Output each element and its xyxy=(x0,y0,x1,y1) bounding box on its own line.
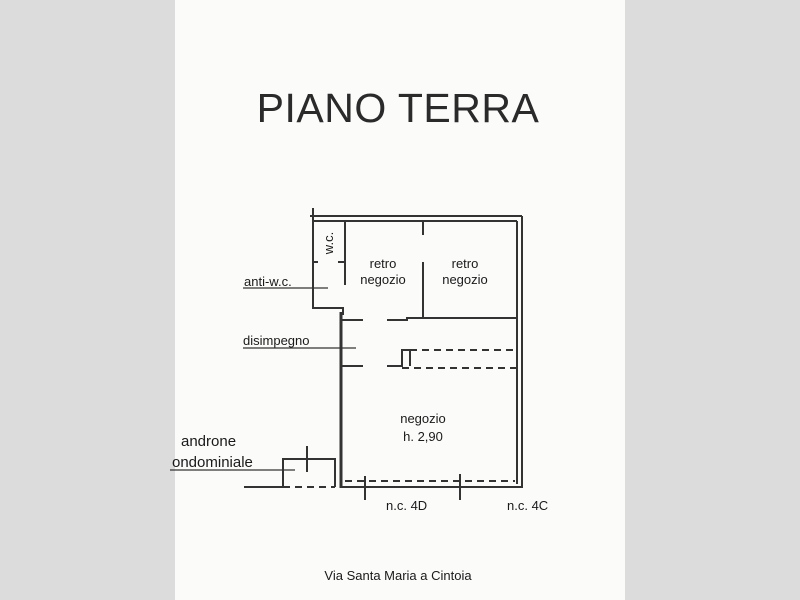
entrance-4c: n.c. 4C xyxy=(507,498,548,513)
paper-sheet xyxy=(175,0,625,600)
wall-stub xyxy=(387,317,423,321)
entrance-4d: n.c. 4D xyxy=(386,498,427,513)
callout-anti-wc: anti-w.c. xyxy=(244,274,292,289)
callout-disimpegno: disimpegno xyxy=(243,333,310,348)
room-label-height: h. 2,90 xyxy=(403,429,443,444)
room-label-retro-1a: retro xyxy=(370,256,397,271)
plan-title: PIANO TERRA xyxy=(257,85,540,131)
walls xyxy=(170,208,523,500)
callout-androne-1: androne xyxy=(181,433,236,450)
street-name: Via Santa Maria a Cintoia xyxy=(324,568,472,583)
room-label-wc: w.c. xyxy=(321,232,336,255)
wall-stub xyxy=(387,349,410,367)
room-label-negozio: negozio xyxy=(400,411,446,426)
room-label-retro-2a: retro xyxy=(452,256,479,271)
wall-anti-wc xyxy=(312,221,344,315)
callout-androne-2: ondominiale xyxy=(172,454,253,471)
androne-step xyxy=(282,458,336,487)
room-label-retro-1b: negozio xyxy=(360,272,406,287)
room-label-retro-2b: negozio xyxy=(442,272,488,287)
